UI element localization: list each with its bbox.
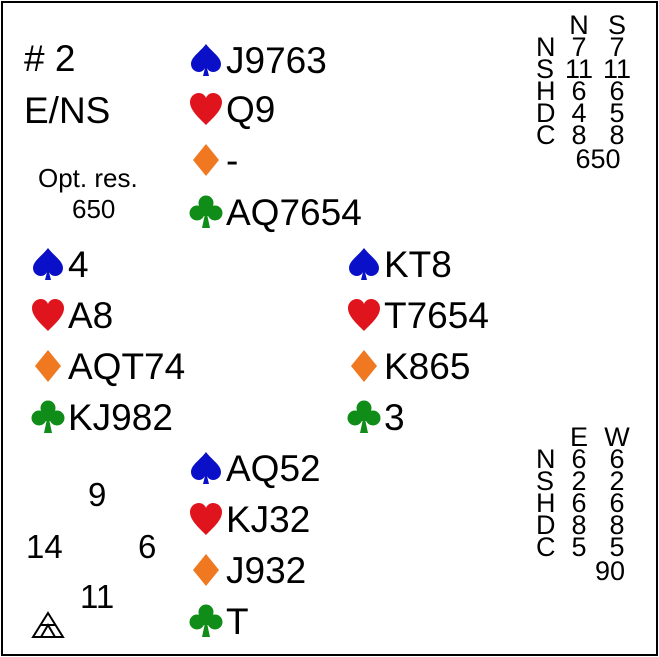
south-clubs-row: T bbox=[188, 601, 249, 641]
dealer-vulnerability: E/NS bbox=[24, 90, 111, 131]
west-diamonds-row: AQT74 bbox=[30, 346, 185, 386]
table-row: D 8 8 bbox=[536, 510, 625, 540]
north-hearts: Q9 bbox=[226, 88, 276, 130]
west-diamonds: AQT74 bbox=[68, 345, 186, 387]
diamond-icon bbox=[346, 348, 382, 384]
west-hearts-row: A8 bbox=[30, 295, 113, 335]
west-clubs: KJ982 bbox=[68, 396, 173, 438]
club-icon bbox=[30, 399, 66, 435]
hcp-west: 14 bbox=[26, 528, 63, 565]
west-spades: 4 bbox=[68, 243, 89, 285]
east-diamonds: K865 bbox=[384, 345, 471, 387]
triangle-logo-icon bbox=[30, 610, 66, 640]
north-hearts-row: Q9 bbox=[188, 89, 275, 129]
east-clubs: 3 bbox=[384, 396, 405, 438]
hcp-north: 9 bbox=[88, 476, 107, 513]
south-spades-row: AQ52 bbox=[188, 448, 321, 488]
table-row: S 11 11 bbox=[536, 54, 632, 84]
optimum-result-value: 650 bbox=[72, 194, 116, 224]
board-number: # 2 bbox=[24, 38, 76, 79]
club-icon bbox=[188, 603, 224, 639]
south-clubs: T bbox=[226, 600, 249, 642]
west-hearts: A8 bbox=[68, 294, 114, 336]
spade-icon bbox=[346, 246, 382, 282]
north-clubs-row: AQ7654 bbox=[188, 192, 362, 232]
heart-icon bbox=[346, 297, 382, 333]
ns-header-s: S bbox=[607, 10, 626, 40]
north-diamonds: - bbox=[226, 139, 239, 181]
ns-makeable-table: N S N 7 7 S 11 11 H 6 6 D 4 5 C 8 8 650 bbox=[536, 10, 636, 174]
table-row: C 8 8 bbox=[536, 120, 625, 150]
east-diamonds-row: K865 bbox=[346, 346, 470, 386]
west-clubs-row: KJ982 bbox=[30, 397, 173, 437]
table-row: D 4 5 bbox=[536, 98, 625, 128]
east-hearts: T7654 bbox=[384, 294, 489, 336]
ew-makeable-table: E W N 6 6 S 2 2 H 6 6 D 8 8 C 5 5 90 bbox=[536, 422, 659, 586]
ew-header-e: E bbox=[569, 422, 588, 452]
table-row: H 6 6 bbox=[536, 76, 625, 106]
heart-icon bbox=[188, 501, 224, 537]
south-hearts-row: KJ32 bbox=[188, 499, 310, 539]
south-diamonds-row: J932 bbox=[188, 550, 306, 590]
ns-score: 650 bbox=[575, 144, 621, 174]
west-spades-row: 4 bbox=[30, 244, 89, 284]
table-row: S 2 2 bbox=[536, 466, 625, 496]
south-hearts: KJ32 bbox=[226, 498, 311, 540]
ew-score: 90 bbox=[594, 556, 626, 586]
south-spades: AQ52 bbox=[226, 447, 321, 489]
east-spades-row: KT8 bbox=[346, 244, 452, 284]
diamond-icon bbox=[188, 552, 224, 588]
optimum-result-label: Opt. res. bbox=[38, 163, 138, 193]
table-row: C 5 5 bbox=[536, 532, 625, 562]
table-row: N 7 7 bbox=[536, 32, 625, 62]
north-spades-row: J9763 bbox=[188, 40, 327, 80]
north-spades: J9763 bbox=[226, 39, 327, 81]
diamond-icon bbox=[30, 348, 66, 384]
north-diamonds-row: - bbox=[188, 140, 238, 180]
east-clubs-row: 3 bbox=[346, 397, 405, 437]
spade-icon bbox=[188, 450, 224, 486]
club-icon bbox=[346, 399, 382, 435]
ns-header-n: N bbox=[569, 10, 589, 40]
club-icon bbox=[188, 194, 224, 230]
north-clubs: AQ7654 bbox=[226, 191, 362, 233]
spade-icon bbox=[30, 246, 66, 282]
diamond-icon bbox=[188, 142, 224, 178]
hcp-east: 6 bbox=[138, 528, 157, 565]
spade-icon bbox=[188, 42, 224, 78]
table-row: H 6 6 bbox=[536, 488, 625, 518]
east-spades: KT8 bbox=[384, 243, 452, 285]
south-diamonds: J932 bbox=[226, 549, 307, 591]
table-row: N 6 6 bbox=[536, 444, 625, 474]
heart-icon bbox=[30, 297, 66, 333]
heart-icon bbox=[188, 91, 224, 127]
hcp-south: 11 bbox=[80, 578, 115, 615]
east-hearts-row: T7654 bbox=[346, 295, 489, 335]
ew-header-w: W bbox=[604, 422, 630, 452]
